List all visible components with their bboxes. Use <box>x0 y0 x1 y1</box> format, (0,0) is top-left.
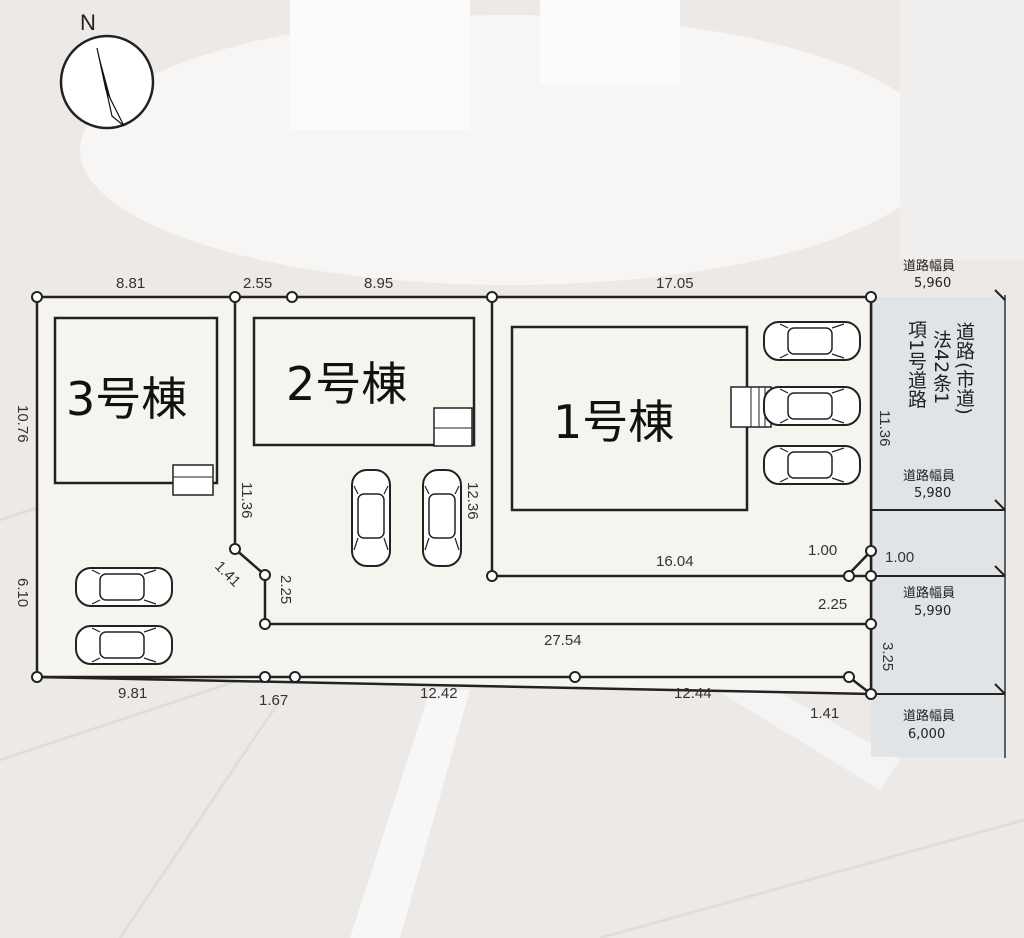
dim-label: 1.41 <box>810 705 839 722</box>
dim-label: 2.25 <box>818 596 847 613</box>
dim-label: 1.67 <box>259 692 288 709</box>
building-3: 3号棟 <box>53 316 219 496</box>
road-type-text: (市道) <box>953 362 975 415</box>
boundary-points <box>31 291 877 700</box>
dim-label: 2.55 <box>243 275 272 292</box>
car-icon <box>351 469 391 567</box>
dim-label: 11.36 <box>238 482 255 518</box>
road-type-text: 道路 <box>953 322 975 360</box>
dim-label: 3.25 <box>879 642 896 671</box>
road-width-label: 道路幅員 <box>903 258 955 274</box>
road-width-value: 5,980 <box>914 486 951 501</box>
road-width-value: 6,000 <box>908 727 945 742</box>
car-icon <box>763 321 861 361</box>
road <box>869 289 1006 758</box>
dim-label: 1.00 <box>885 549 914 566</box>
building-3-label: 3号棟 <box>66 372 187 426</box>
car-icon <box>422 469 462 567</box>
dim-label: 12.42 <box>420 685 458 702</box>
compass: N <box>59 10 155 130</box>
parking-b1 <box>763 321 861 485</box>
dim-label: 2.25 <box>277 575 294 604</box>
dim-label: 12.44 <box>674 685 712 702</box>
dim-label: 11.36 <box>876 410 893 446</box>
building-2-label: 2号棟 <box>286 357 407 411</box>
car-icon <box>75 567 173 607</box>
building-1: 1号棟 <box>510 325 772 512</box>
dim-label: 17.05 <box>656 275 694 292</box>
dim-label: 12.36 <box>464 482 481 520</box>
road-width-value: 5,990 <box>914 604 951 619</box>
building-2: 2号棟 <box>252 316 476 447</box>
compass-north-label: N <box>80 10 96 35</box>
building-1-label: 1号棟 <box>553 395 674 449</box>
dim-label: 9.81 <box>118 685 147 702</box>
dim-label: 6.10 <box>14 578 31 607</box>
road-type-text: 項1号道路 <box>905 320 927 408</box>
car-icon <box>75 625 173 665</box>
north-arrow-icon <box>96 47 125 127</box>
road-width-label: 道路幅員 <box>903 708 955 724</box>
road-width-value: 5,960 <box>914 276 951 291</box>
dim-label: 16.04 <box>656 553 694 570</box>
road-width-label: 道路幅員 <box>903 468 955 484</box>
road-width-labels: 道路幅員 5,960 道路幅員 5,980 道路幅員 5,990 道路幅員 6,… <box>903 258 955 742</box>
dim-label: 1.00 <box>808 542 837 559</box>
dim-label: 8.81 <box>116 275 145 292</box>
dim-label: 8.95 <box>364 275 393 292</box>
dim-label: 27.54 <box>544 632 582 649</box>
road-type-label: 道路 法42条1 項1号道路 (市道) <box>905 320 975 415</box>
road-width-label: 道路幅員 <box>903 585 955 601</box>
car-icon <box>763 445 861 485</box>
road-type-text: 法42条1 <box>930 330 952 405</box>
car-icon <box>763 386 861 426</box>
dim-label: 10.76 <box>14 405 31 443</box>
